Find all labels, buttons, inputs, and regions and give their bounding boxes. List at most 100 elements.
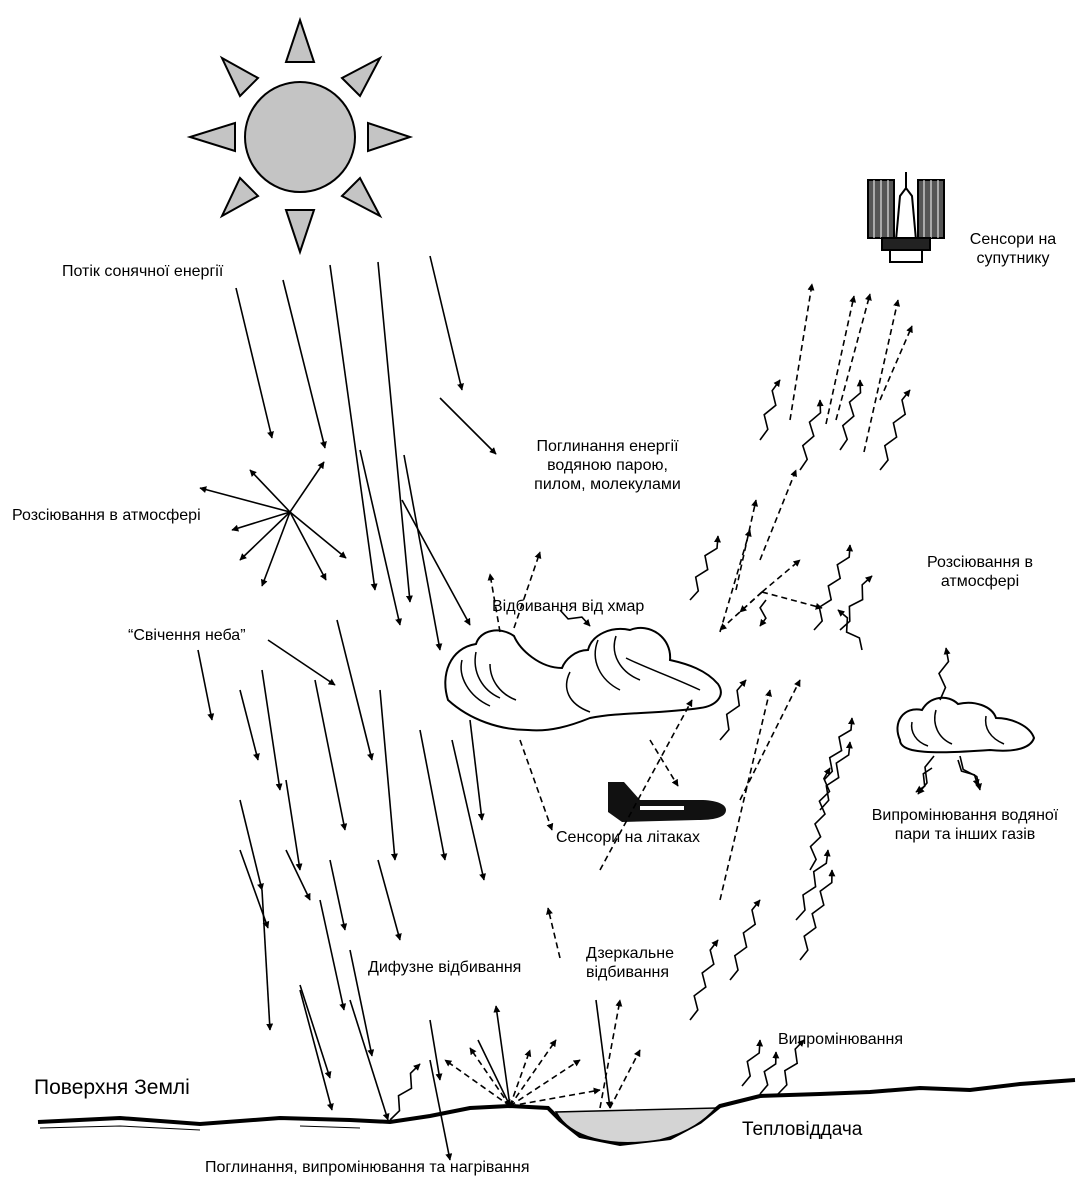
wavy-arrow: [690, 940, 718, 1020]
earth-surface: [38, 1080, 1075, 1144]
label-aircraft-sensors: Сенсори на літаках: [556, 828, 700, 847]
solid-arrow: [330, 265, 375, 590]
solid-arrow: [430, 256, 462, 390]
dashed-arrow: [510, 1050, 530, 1106]
cloud-icon: [445, 628, 721, 730]
wavy-arrow: [939, 648, 949, 700]
solid-arrow: [315, 680, 345, 830]
solid-arrow: [198, 650, 212, 720]
label-line: Дзеркальне: [586, 944, 674, 963]
solid-arrow: [290, 512, 346, 558]
solid-arrow: [262, 670, 280, 790]
dashed-arrow: [610, 1050, 640, 1108]
label-vapor-emission: Випромінювання водяної пари та інших газ…: [855, 806, 1075, 844]
wavy-arrow: [840, 576, 872, 630]
label-line: Розсіювання в: [910, 553, 1050, 572]
aircraft-icon: [608, 782, 726, 822]
satellite-icon: [868, 172, 944, 262]
wavy-arrow: [742, 1040, 760, 1086]
solid-arrow: [300, 985, 330, 1078]
solid-arrow: [320, 900, 344, 1010]
solid-arrow: [240, 690, 258, 760]
wavy-arrow: [760, 600, 766, 626]
solid-arrow: [290, 462, 324, 512]
dashed-arrow: [514, 552, 540, 628]
label-absorption: Поглинання енергії водяною парою, пилом,…: [500, 437, 715, 494]
label-scatter-right: Розсіювання в атмосфері: [910, 553, 1050, 591]
solid-arrow: [360, 450, 400, 625]
dashed-arrow: [650, 740, 678, 786]
wavy-arrow: [796, 850, 828, 920]
dashed-arrow: [760, 470, 796, 560]
label-line: Сенсори на: [958, 230, 1068, 249]
solid-arrow: [200, 488, 290, 512]
wavy-arrow: [760, 380, 780, 440]
dashed-arrow: [510, 1040, 556, 1106]
label-heat-transfer: Тепловіддача: [742, 1118, 862, 1142]
solid-arrow: [337, 620, 372, 760]
dashed-arrow: [740, 680, 800, 800]
label-line: Випромінювання водяної: [855, 806, 1075, 825]
label-line: водяною парою,: [500, 456, 715, 475]
dashed-arrow: [880, 326, 912, 400]
solid-arrow: [250, 470, 290, 512]
solid-arrow: [402, 500, 470, 625]
wavy-arrow: [800, 400, 821, 470]
wavy-arrow: [958, 760, 978, 786]
solid-arrow: [286, 780, 300, 870]
wavy-arrow: [760, 1052, 776, 1094]
label-line: відбивання: [586, 963, 674, 982]
dashed-arrow: [762, 560, 800, 592]
solid-arrow: [268, 640, 335, 685]
wavy-arrow: [390, 1064, 420, 1120]
small-cloud-icon: [897, 698, 1034, 753]
label-line: супутнику: [958, 249, 1068, 268]
wavy-arrow: [720, 680, 746, 740]
wavy-arrow: [916, 768, 932, 792]
solid-arrow: [283, 280, 325, 448]
dashed-arrow: [864, 300, 898, 452]
label-scatter-left: Розсіювання в атмосфері: [12, 506, 201, 525]
dashed-arrow: [470, 1048, 510, 1106]
dashed-arrow: [740, 592, 762, 612]
dashed-arrow: [836, 294, 870, 420]
label-satellite-sensors: Сенсори на супутнику: [958, 230, 1068, 268]
solid-arrow: [350, 1000, 388, 1120]
solid-arrow: [452, 740, 484, 880]
label-ground-absorption: Поглинання, випромінювання та нагрівання: [205, 1158, 529, 1177]
label-solar-flux: Потік сонячної енергії: [62, 262, 223, 281]
label-cloud-reflection: Відбивання від хмар: [492, 597, 644, 616]
dashed-arrow: [445, 1060, 510, 1106]
solid-arrow: [262, 512, 290, 586]
dashed-arrow: [762, 592, 822, 608]
solid-arrow: [240, 800, 262, 890]
sun-icon: [190, 20, 410, 252]
solid-arrow: [430, 1060, 450, 1160]
solid-arrow: [330, 860, 345, 930]
solid-arrow: [236, 288, 272, 438]
solid-arrow: [420, 730, 445, 860]
solid-arrow: [300, 990, 332, 1110]
label-specular-reflection: Дзеркальне відбивання: [586, 944, 674, 982]
dashed-arrow: [790, 284, 812, 420]
wavy-arrow: [840, 380, 861, 450]
wavy-arrow: [814, 545, 850, 630]
solid-arrow: [596, 1000, 610, 1108]
solid-arrow: [378, 860, 400, 940]
label-line: Поглинання енергії: [500, 437, 715, 456]
label-line: пилом, молекулами: [500, 475, 715, 494]
solid-arrow: [380, 690, 395, 860]
solid-arrow: [262, 890, 270, 1030]
wavy-arrow: [880, 390, 910, 470]
dashed-arrow: [720, 530, 750, 632]
dashed-arrow: [548, 908, 560, 958]
wavy-arrow: [730, 900, 760, 980]
label-line: атмосфері: [910, 572, 1050, 591]
solid-arrow: [470, 720, 482, 820]
solid-arrow: [290, 512, 326, 580]
wavy-arrow: [690, 536, 718, 600]
label-earth-surface: Поверхня Землі: [34, 1076, 190, 1100]
solid-arrow: [440, 398, 496, 454]
dashed-arrow: [520, 740, 552, 830]
